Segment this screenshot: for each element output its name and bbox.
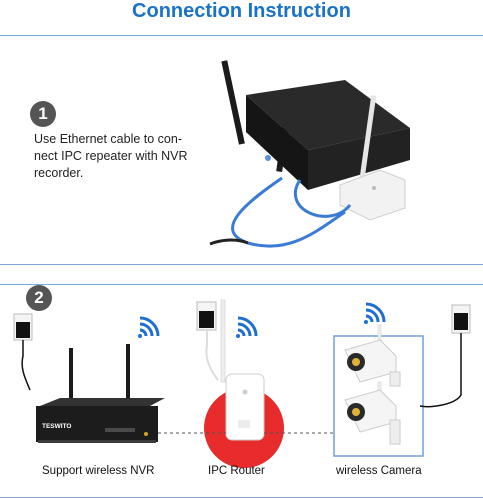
power-plug-icon	[419, 304, 471, 408]
nvr-caption: Support wireless NVR	[42, 465, 155, 477]
bullet-camera-device	[344, 381, 401, 445]
ipc-router-device	[220, 299, 265, 441]
wifi-icon	[236, 316, 258, 338]
step-1-description: Use Ethernet cable to con-nect IPC repea…	[34, 132, 188, 180]
power-plug-icon	[196, 301, 219, 381]
nvr-brand-label: TESWITO	[42, 423, 72, 430]
nvr-device	[36, 344, 165, 443]
wifi-icon	[138, 316, 160, 338]
step-2-badge: 2	[26, 285, 52, 311]
page-title: Connection Instruction	[132, 0, 351, 22]
bullet-camera-device	[344, 324, 401, 387]
router-caption: IPC Router	[208, 465, 265, 477]
wifi-icon	[364, 302, 386, 324]
step-1-badge: 1	[30, 101, 56, 127]
power-plug-icon	[13, 313, 33, 391]
camera-caption: wireless Camera	[336, 465, 422, 477]
step-1-panel	[0, 35, 483, 265]
ipc-repeater-photo	[339, 95, 406, 221]
ethernet-cable	[209, 176, 352, 248]
